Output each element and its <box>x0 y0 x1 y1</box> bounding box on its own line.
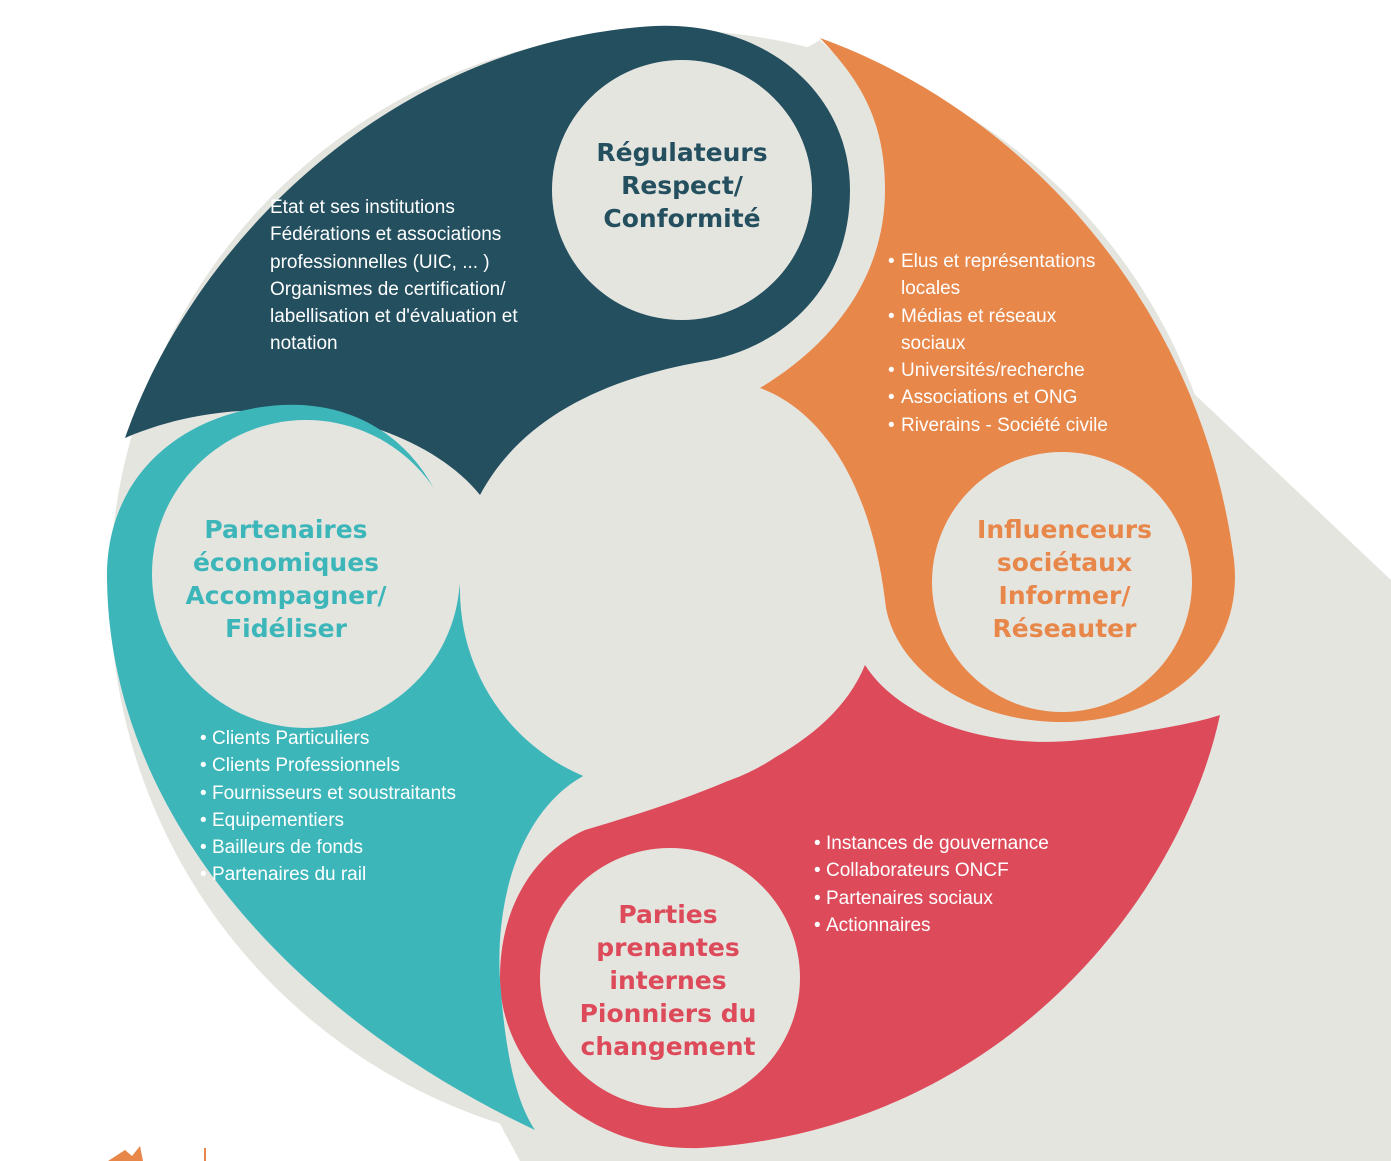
circle-internes <box>540 848 800 1108</box>
list-item: Médias et réseaux <box>901 305 1057 327</box>
bullet: • <box>888 387 895 409</box>
list-item: labellisation et d'évaluation et <box>270 306 518 328</box>
list-item: Associations et ONG <box>901 387 1078 409</box>
bullet: • <box>888 251 895 272</box>
list-item: Collaborateurs ONCF <box>814 857 1049 885</box>
title-line: Régulateurs <box>596 138 768 167</box>
list-item: Riverains - Société civile <box>901 414 1108 436</box>
title-line: Informer/ <box>998 581 1131 610</box>
title-line: prenantes <box>596 933 740 962</box>
bullet: • <box>888 360 895 382</box>
bullet: • <box>888 414 895 436</box>
title-line: Influenceurs <box>977 515 1152 544</box>
list-item: locales <box>901 278 961 300</box>
list-item: sociaux <box>901 332 966 354</box>
circle-influenceurs <box>932 452 1192 712</box>
list-influenceurs: Elus et représentations locales Médias e… <box>901 248 1108 439</box>
bullet: • <box>888 305 895 327</box>
title-line: Pionniers du <box>579 999 757 1028</box>
list-item: Etat et ses institutions <box>270 197 455 218</box>
list-item: Elus et représentations <box>901 251 1096 272</box>
title-line: sociétaux <box>996 548 1133 577</box>
list-item: Equipementiers <box>200 807 456 835</box>
logo-mark <box>108 1146 143 1161</box>
title-line: Partenaires <box>204 515 368 544</box>
title-regulateurs: Régulateurs Respect/ Conformité <box>562 136 802 235</box>
list-item: Universités/recherche <box>901 360 1085 382</box>
list-item: Fédérations et associations <box>270 224 502 246</box>
title-line: Fidéliser <box>225 614 347 643</box>
title-line: Respect/ <box>621 171 743 200</box>
title-line: Parties <box>618 900 718 929</box>
list-item: Actionnaires <box>814 912 1049 940</box>
list-item: Organismes de certification/ <box>270 278 506 300</box>
circle-regulateurs <box>552 60 812 320</box>
list-item: professionnelles (UIC, ... ) <box>270 251 490 273</box>
list-item: Instances de gouvernance <box>814 830 1049 858</box>
list-partenaires: Clients Particuliers Clients Professionn… <box>200 725 456 889</box>
list-item: Bailleurs de fonds <box>200 834 456 862</box>
title-line: Conformité <box>603 204 761 233</box>
list-item: notation <box>270 333 338 355</box>
list-item: Clients Professionnels <box>200 752 456 780</box>
list-item: Partenaires du rail <box>200 861 456 889</box>
list-item: Fournisseurs et soustraitants <box>200 780 456 808</box>
title-influenceurs: Influenceurs sociétaux Informer/ Réseaut… <box>942 513 1187 645</box>
list-internes: Instances de gouvernance Collaborateurs … <box>814 830 1049 940</box>
bullets-influenceurs: • • • • • <box>888 248 895 439</box>
center-circle <box>460 388 864 792</box>
title-line: internes <box>609 966 727 995</box>
circle-partenaires <box>152 420 460 728</box>
title-line: économiques <box>192 548 380 577</box>
title-line: Accompagner/ <box>185 581 387 610</box>
title-line: changement <box>580 1032 756 1061</box>
title-partenaires: Partenaires économiques Accompagner/ Fid… <box>156 513 416 645</box>
list-regulateurs: Etat et ses institutions Fédérations et … <box>270 194 518 358</box>
list-item: Partenaires sociaux <box>814 885 1049 913</box>
title-internes: Parties prenantes internes Pionniers du … <box>548 898 788 1063</box>
title-line: Réseauter <box>992 614 1137 643</box>
list-item: Clients Particuliers <box>200 725 456 753</box>
